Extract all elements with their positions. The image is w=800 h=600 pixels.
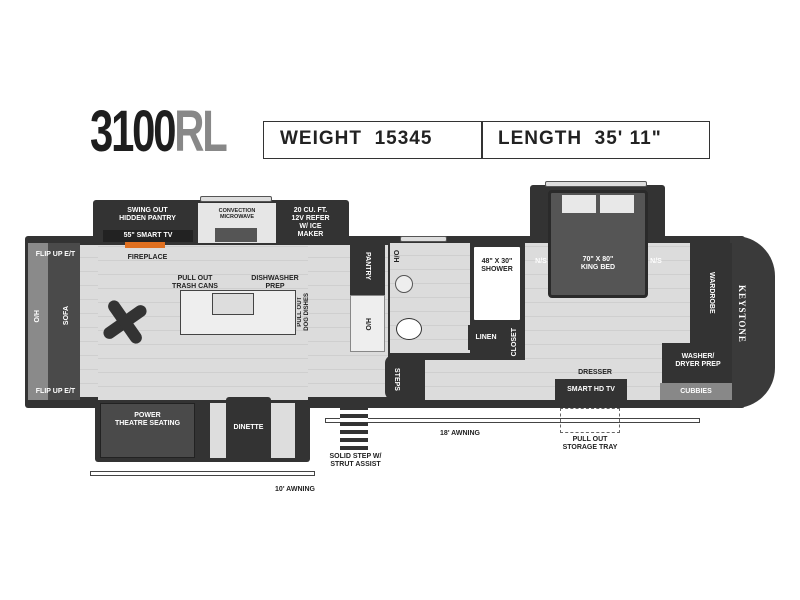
length-label: LENGTH xyxy=(498,128,583,149)
overhead-mid xyxy=(350,295,385,352)
shower-label: 48" X 30" SHOWER xyxy=(481,258,513,273)
window xyxy=(545,181,647,187)
awning-10 xyxy=(90,471,315,476)
fireplace-label: FIREPLACE xyxy=(127,254,168,261)
linen-label: LINEN xyxy=(475,334,497,341)
theatre-seating[interactable] xyxy=(100,403,195,458)
brand-logo: KEYSTONE xyxy=(737,285,747,343)
washer-dryer xyxy=(662,343,732,383)
fireplace-icon xyxy=(125,242,165,248)
awning-18 xyxy=(325,418,700,423)
steps[interactable] xyxy=(385,355,407,400)
nightstand-right: N/S xyxy=(650,258,662,265)
wardrobe-label: WARDROBE xyxy=(708,272,715,314)
closet-label: CLOSET xyxy=(511,328,518,357)
length-spec: LENGTH 35' 11" xyxy=(498,128,662,150)
bath-sink-icon xyxy=(395,275,413,293)
trash-cans: PULL OUT TRASH CANS xyxy=(172,275,218,290)
storage-tray-label: PULL OUT STORAGE TRAY xyxy=(562,436,618,451)
pillow xyxy=(600,195,634,213)
stove-icon xyxy=(215,228,257,242)
toilet-icon xyxy=(396,318,422,340)
convection-microwave: CONVECTION MICROWAVE xyxy=(218,208,256,220)
smart-hd-tv: SMART HD TV xyxy=(567,386,615,393)
oh-left: O/H xyxy=(34,310,41,323)
tv-fireplace xyxy=(103,230,193,242)
front-cap xyxy=(730,236,775,408)
dresser xyxy=(555,379,627,401)
divider xyxy=(481,121,483,159)
flip-up-table-top: FLIP UP E/T xyxy=(35,251,76,258)
linen-cabinet[interactable] xyxy=(468,325,504,350)
dinette-label: DINETTE xyxy=(233,424,264,431)
awning-10-label: 10' AWNING xyxy=(275,486,315,493)
length-value: 35' 11" xyxy=(594,128,662,149)
weight-spec: WEIGHT 15345 xyxy=(280,128,432,150)
model-number: 3100 xyxy=(90,99,176,164)
steps-label: STEPS xyxy=(393,368,400,391)
pantry-label: PANTRY xyxy=(364,252,371,280)
dishwasher-prep: DISHWASHER PREP xyxy=(251,275,299,290)
dinette-table[interactable] xyxy=(226,397,271,461)
solid-step-icon xyxy=(340,408,368,450)
weight-value: 15345 xyxy=(374,128,433,149)
sofa-label: SOFA xyxy=(63,306,70,326)
washer-dryer-label: WASHER/ DRYER PREP xyxy=(675,353,721,368)
wardrobe[interactable] xyxy=(690,243,732,343)
dresser-label: DRESSER xyxy=(578,369,612,376)
specs-box xyxy=(263,121,710,159)
closet[interactable] xyxy=(505,325,525,357)
weight-label: WEIGHT xyxy=(280,128,362,149)
swing-out-pantry: SWING OUT HIDDEN PANTRY xyxy=(119,207,176,222)
model-title: 3100RL xyxy=(90,99,228,164)
cubbies-label: CUBBIES xyxy=(680,388,712,395)
pantry[interactable] xyxy=(350,245,385,295)
overhead-cabinet xyxy=(28,243,48,400)
solid-step-label: SOLID STEP W/ STRUT ASSIST xyxy=(329,453,382,468)
oh-bath: O/H xyxy=(392,250,399,263)
awning-18-label: 18' AWNING xyxy=(440,430,480,437)
model-suffix: RL xyxy=(174,99,228,164)
nightstand-left: N/S xyxy=(535,258,547,265)
theatre-seating-label: POWER THEATRE SEATING xyxy=(114,412,181,427)
window xyxy=(200,196,272,202)
flip-up-table-bottom: FLIP UP E/T xyxy=(35,388,76,395)
window xyxy=(400,236,447,242)
storage-tray xyxy=(560,408,620,433)
dog-dishes: PULL OUT DOG DISHES xyxy=(297,293,310,331)
king-bed-label: 70" X 80" KING BED xyxy=(580,256,616,271)
cubbies xyxy=(660,383,732,400)
pillow xyxy=(562,195,596,213)
sink-icon xyxy=(212,293,254,315)
shower xyxy=(472,245,522,322)
refrigerator: 20 CU. FT. 12V REFER W/ ICE MAKER xyxy=(291,207,330,238)
oh-mid: O/H xyxy=(366,318,373,331)
smart-tv: 55" SMART TV xyxy=(123,232,173,239)
